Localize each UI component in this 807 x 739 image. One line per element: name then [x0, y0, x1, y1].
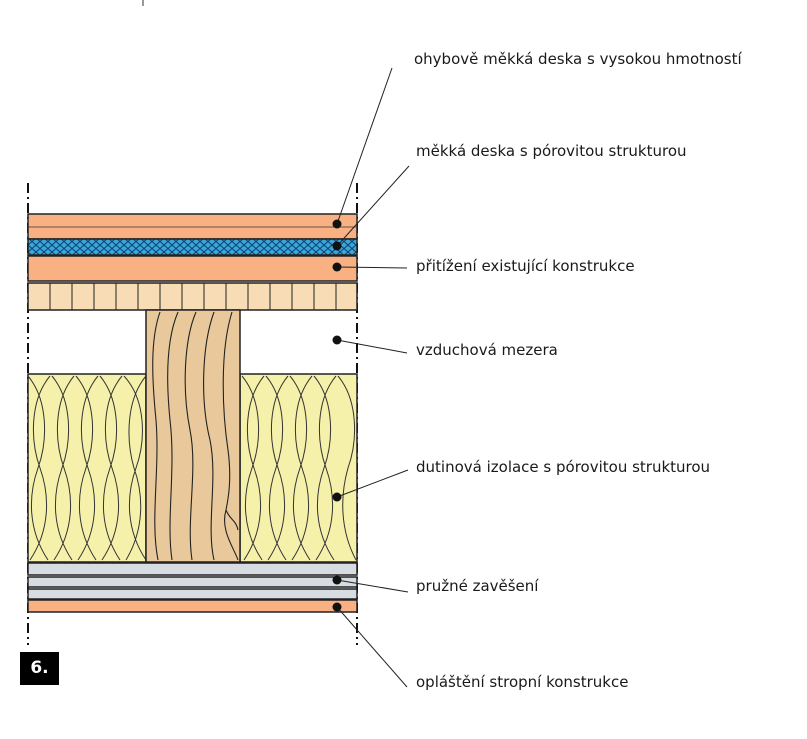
heavy-board-layer — [27, 213, 358, 240]
batten-row — [27, 282, 358, 311]
wooden-joist — [145, 309, 241, 563]
label-existing-load: přitížení existující konstrukce — [416, 257, 635, 275]
porous-board-layer — [27, 238, 358, 256]
label-flexible-heavy-board: ohybově měkká deska s vysokou hmotností — [414, 50, 742, 68]
hanger-lower — [27, 588, 358, 600]
leader-lines — [336, 67, 410, 688]
existing-load-layer — [27, 255, 358, 282]
hanger-upper — [27, 562, 358, 576]
hanger-middle — [27, 576, 358, 588]
figure-number-badge: 6. — [20, 652, 59, 685]
label-resilient-hanger: pružné zavěšení — [416, 577, 539, 595]
label-ceiling-cladding: opláštění stropní konstrukce — [416, 673, 629, 691]
ceiling-cladding-layer — [27, 599, 358, 613]
marker-dots — [332, 219, 342, 612]
label-porous-soft-board: měkká deska s pórovitou strukturou — [416, 142, 687, 160]
insulation-left — [27, 373, 147, 563]
insulation-right — [239, 373, 358, 563]
label-air-gap: vzduchová mezera — [416, 341, 558, 359]
label-cavity-insulation: dutinová izolace s pórovitou strukturou — [416, 458, 711, 476]
